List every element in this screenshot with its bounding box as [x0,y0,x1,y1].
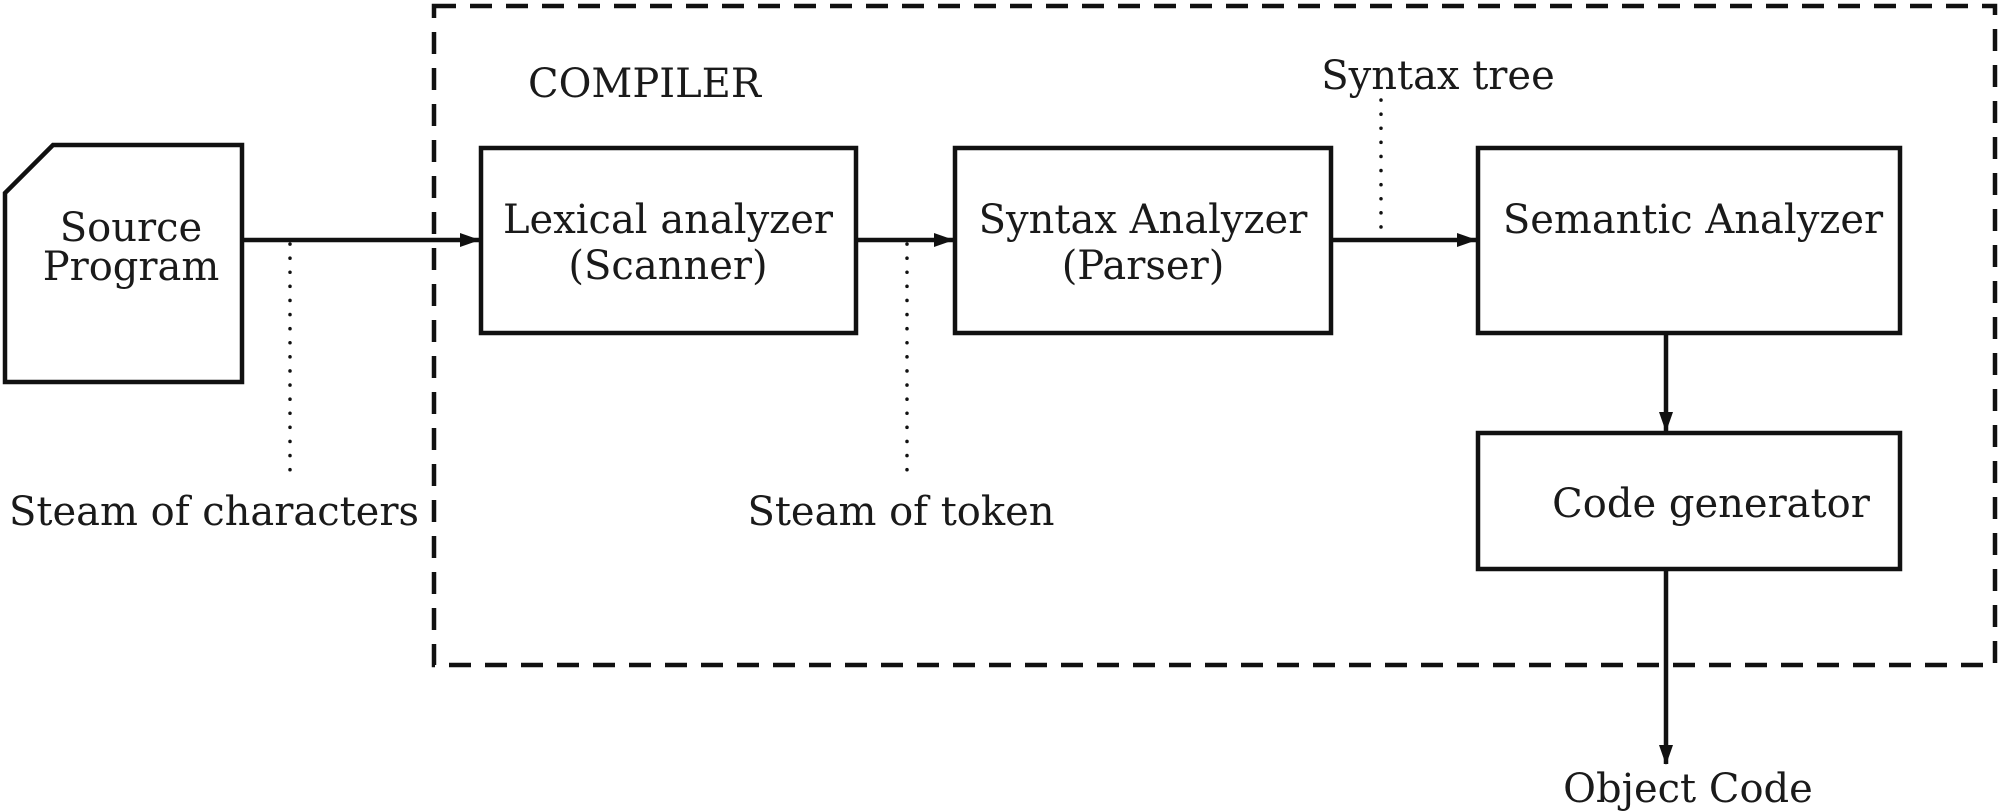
semantic-analyzer-node: Semantic Analyzer [1475,145,1903,336]
syntax-analyzer-line2: (Parser) [1062,243,1225,289]
code-generator-box [1475,430,1903,572]
source-program-line2: Program [43,244,220,290]
source-program-shape [2,142,245,385]
lexical-analyzer-node: Lexical analyzer (Scanner) [478,145,859,336]
syntax-analyzer-line1: Syntax Analyzer [979,197,1309,243]
source-program-line1: Source [60,205,202,251]
lexical-analyzer-line1: Lexical analyzer [503,197,834,243]
output-object-code: Object Code [1563,766,1813,811]
semantic-analyzer-label: Semantic Analyzer [1503,197,1884,243]
code-generator-node: Code generator [1475,430,1903,572]
source-program-node: Source Program [2,142,245,385]
annotation-stream-of-token: Steam of token [747,489,1054,535]
syntax-analyzer-box [952,145,1334,336]
semantic-analyzer-box [1475,145,1903,336]
lexical-analyzer-line2: (Scanner) [568,243,767,289]
syntax-analyzer-node: Syntax Analyzer (Parser) [952,145,1334,336]
annotation-syntax-tree: Syntax tree [1321,53,1555,99]
code-generator-label: Code generator [1552,481,1871,527]
compiler-boundary [431,3,1998,668]
compiler-label: COMPILER [528,61,763,107]
annotation-stream-of-characters: Steam of characters [9,489,419,535]
